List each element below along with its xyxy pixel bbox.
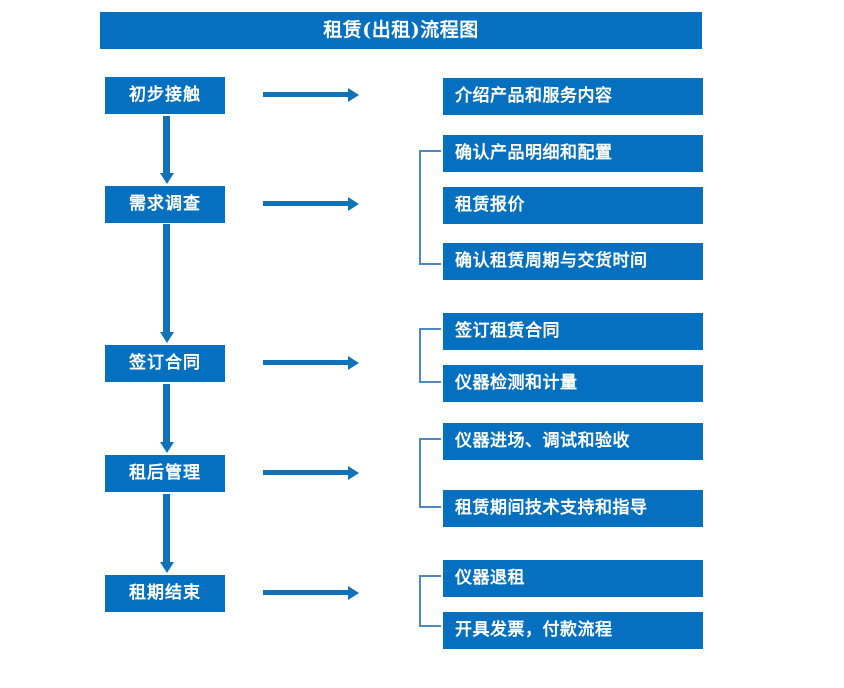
task-box-9: 仪器退租 (443, 560, 703, 597)
arrow-shaft (263, 360, 349, 365)
arrow-shaft (163, 116, 170, 173)
arrow-head-right-icon (348, 356, 359, 370)
arrow-shaft (263, 470, 349, 475)
task-label: 开具发票，付款流程 (455, 620, 613, 640)
task-label: 确认产品明细和配置 (455, 143, 613, 163)
task-label: 仪器进场、调试和验收 (455, 431, 630, 451)
arrow-shaft (263, 92, 349, 97)
stage-box-2: 需求调查 (105, 186, 225, 223)
group-bracket-contract (419, 328, 441, 383)
arrow-shaft (263, 201, 349, 206)
task-box-5: 签订租赁合同 (443, 313, 703, 350)
task-label: 确认租赁周期与交货时间 (455, 251, 648, 271)
right-arrow-1 (263, 88, 359, 102)
task-box-1: 介绍产品和服务内容 (443, 78, 703, 115)
stage-box-4: 租后管理 (105, 455, 225, 492)
task-box-8: 租赁期间技术支持和指导 (443, 490, 703, 527)
arrow-shaft (163, 384, 170, 442)
group-bracket-demand (419, 150, 441, 265)
arrow-head-right-icon (348, 466, 359, 480)
task-box-10: 开具发票，付款流程 (443, 612, 703, 649)
arrow-shaft (163, 494, 170, 562)
task-label: 租赁报价 (455, 195, 525, 215)
down-arrow-1 (160, 116, 174, 184)
task-box-2: 确认产品明细和配置 (443, 135, 703, 172)
arrow-shaft (263, 590, 349, 595)
arrow-head-down-icon (160, 442, 174, 453)
arrow-head-right-icon (348, 197, 359, 211)
down-arrow-3 (160, 384, 174, 453)
task-box-7: 仪器进场、调试和验收 (443, 423, 703, 460)
stage-label: 初步接触 (129, 85, 201, 105)
arrow-head-down-icon (160, 562, 174, 573)
task-label: 仪器检测和计量 (455, 373, 578, 393)
arrow-head-right-icon (348, 586, 359, 600)
task-label: 仪器退租 (455, 568, 525, 588)
arrow-head-down-icon (160, 173, 174, 184)
group-bracket-postrent (419, 438, 441, 508)
stage-box-5: 租期结束 (105, 575, 225, 612)
down-arrow-4 (160, 494, 174, 573)
arrow-shaft (163, 224, 170, 332)
right-arrow-5 (263, 586, 359, 600)
chart-title-bar: 租赁(出租)流程图 (100, 12, 702, 49)
stage-box-1: 初步接触 (105, 77, 225, 114)
arrow-head-right-icon (348, 88, 359, 102)
right-arrow-3 (263, 356, 359, 370)
group-bracket-end (419, 575, 441, 627)
task-label: 签订租赁合同 (455, 321, 560, 341)
task-box-6: 仪器检测和计量 (443, 365, 703, 402)
down-arrow-2 (160, 224, 174, 343)
stage-label: 需求调查 (129, 194, 201, 214)
task-box-4: 确认租赁周期与交货时间 (443, 243, 703, 280)
stage-label: 租期结束 (129, 583, 201, 603)
stage-label: 签订合同 (129, 353, 201, 373)
task-box-3: 租赁报价 (443, 187, 703, 224)
task-label: 介绍产品和服务内容 (455, 86, 613, 106)
stage-box-3: 签订合同 (105, 345, 225, 382)
stage-label: 租后管理 (129, 463, 201, 483)
arrow-head-down-icon (160, 332, 174, 343)
page-title: 租赁(出租)流程图 (323, 19, 479, 41)
task-label: 租赁期间技术支持和指导 (455, 498, 648, 518)
right-arrow-2 (263, 197, 359, 211)
right-arrow-4 (263, 466, 359, 480)
